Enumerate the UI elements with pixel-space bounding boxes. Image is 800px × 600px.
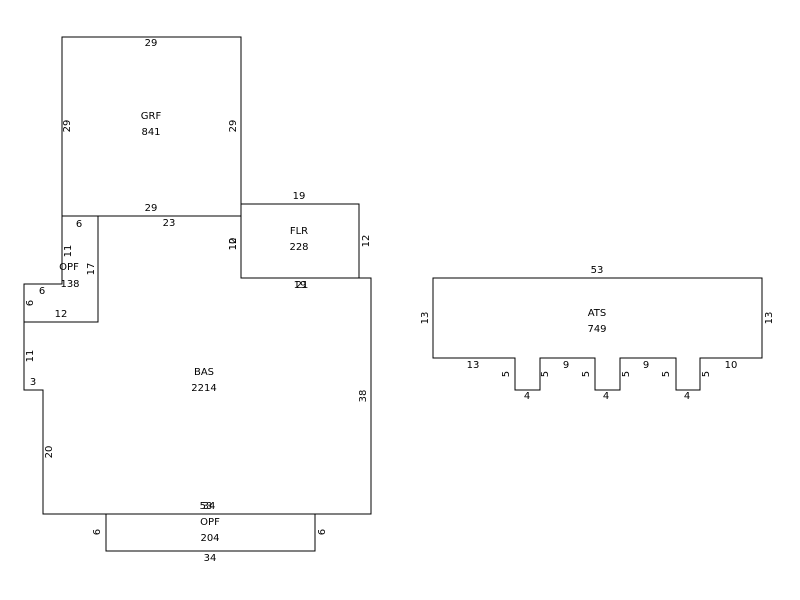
bas-left-dim-b: 3 bbox=[30, 377, 36, 388]
opf-bottom-outline bbox=[105, 513, 316, 552]
ats-notch1-left-dim: 5 bbox=[501, 371, 512, 377]
grf-right-dim: 29 bbox=[228, 120, 239, 133]
opf-bottom-right-dim: 6 bbox=[317, 529, 328, 535]
opf-bottom-bottom-dim: 34 bbox=[204, 553, 217, 564]
ats-notch2-bottom-dim: 4 bbox=[603, 391, 609, 402]
flr-bottom-dim-b: 21 bbox=[296, 280, 309, 291]
opf-top-small-left-dim: 6 bbox=[25, 300, 36, 306]
ats-bottom-dim-4: 10 bbox=[725, 360, 738, 371]
bas-outline bbox=[23, 215, 372, 515]
opf-top-left-dim: 11 bbox=[63, 245, 74, 258]
ats-notch2-right-dim: 5 bbox=[661, 371, 672, 377]
bas-right-dim: 38 bbox=[358, 390, 369, 403]
grf-left-dim: 29 bbox=[62, 120, 73, 133]
grf-bottom-dim: 29 bbox=[145, 203, 158, 214]
opf-bottom-area-label: 204 bbox=[200, 533, 219, 544]
flr-code-label: FLR bbox=[290, 226, 308, 237]
flr-area-label: 228 bbox=[289, 242, 308, 253]
opf-top-right-dim: 17 bbox=[86, 263, 97, 276]
ats-notch1-bottom-dim: 4 bbox=[524, 391, 530, 402]
ats-top-dim: 53 bbox=[591, 265, 604, 276]
opf-bottom-left-dim: 6 bbox=[92, 529, 103, 535]
opf-top-area-label: 138 bbox=[60, 279, 79, 290]
ats-outline bbox=[432, 277, 763, 391]
opf-top-area: OPF 138 6 11 17 6 6 12 bbox=[23, 215, 99, 323]
bas-left-dim-c: 20 bbox=[44, 446, 55, 459]
ats-left-dim: 13 bbox=[420, 312, 431, 325]
ats-notch3-left-dim: 5 bbox=[701, 371, 712, 377]
grf-code-label: GRF bbox=[141, 111, 162, 122]
grf-top-dim: 29 bbox=[145, 38, 158, 49]
ats-bottom-dim-1: 13 bbox=[467, 360, 480, 371]
ats-right-dim: 13 bbox=[764, 312, 775, 325]
flr-top-dim: 19 bbox=[293, 191, 306, 202]
flr-outline bbox=[240, 203, 360, 279]
opf-bottom-code-label: OPF bbox=[200, 517, 220, 528]
opf-bottom-area: OPF 204 6 6 34 bbox=[92, 513, 328, 564]
grf-area-label: 841 bbox=[141, 127, 160, 138]
bas-bottom-dim-a: 53 bbox=[200, 501, 213, 512]
ats-bottom-dim-2: 9 bbox=[563, 360, 569, 371]
opf-top-small-top-dim: 6 bbox=[39, 286, 45, 297]
ats-bottom-dim-3: 9 bbox=[643, 360, 649, 371]
flr-left-dim-b: 12 bbox=[228, 238, 239, 251]
flr-right-dim: 12 bbox=[361, 235, 372, 248]
opf-top-top-dim: 6 bbox=[76, 219, 82, 230]
ats-notch1-right-dim: 5 bbox=[540, 371, 551, 377]
bas-area: BAS 2214 23 11 3 20 38 53 34 bbox=[23, 215, 372, 515]
ats-code-label: ATS bbox=[588, 308, 607, 319]
flr-bottom-dim-a: 19 bbox=[294, 280, 307, 291]
grf-area: GRF 841 29 29 29 29 bbox=[61, 36, 242, 217]
opf-top-bottom-dim: 12 bbox=[55, 309, 68, 320]
opf-top-code-label: OPF bbox=[59, 262, 79, 273]
bas-left-dim-a: 11 bbox=[25, 350, 36, 363]
bas-bottom-dim-b: 34 bbox=[203, 501, 216, 512]
bas-code-label: BAS bbox=[194, 367, 214, 378]
flr-area: FLR 228 19 10 12 12 19 21 bbox=[228, 191, 372, 291]
ats-notch3-right-dim: 5 bbox=[581, 371, 592, 377]
ats-area: ATS 749 53 13 13 13 5 4 5 9 5 4 5 9 5 4 … bbox=[420, 265, 775, 402]
flr-left-dim-a: 10 bbox=[228, 238, 239, 251]
ats-area-label: 749 bbox=[587, 324, 606, 335]
bas-area-label: 2214 bbox=[191, 383, 216, 394]
ats-notch2-left-dim: 5 bbox=[621, 371, 632, 377]
ats-notch3-bottom-dim: 4 bbox=[684, 391, 690, 402]
bas-top-dim: 23 bbox=[163, 218, 176, 229]
